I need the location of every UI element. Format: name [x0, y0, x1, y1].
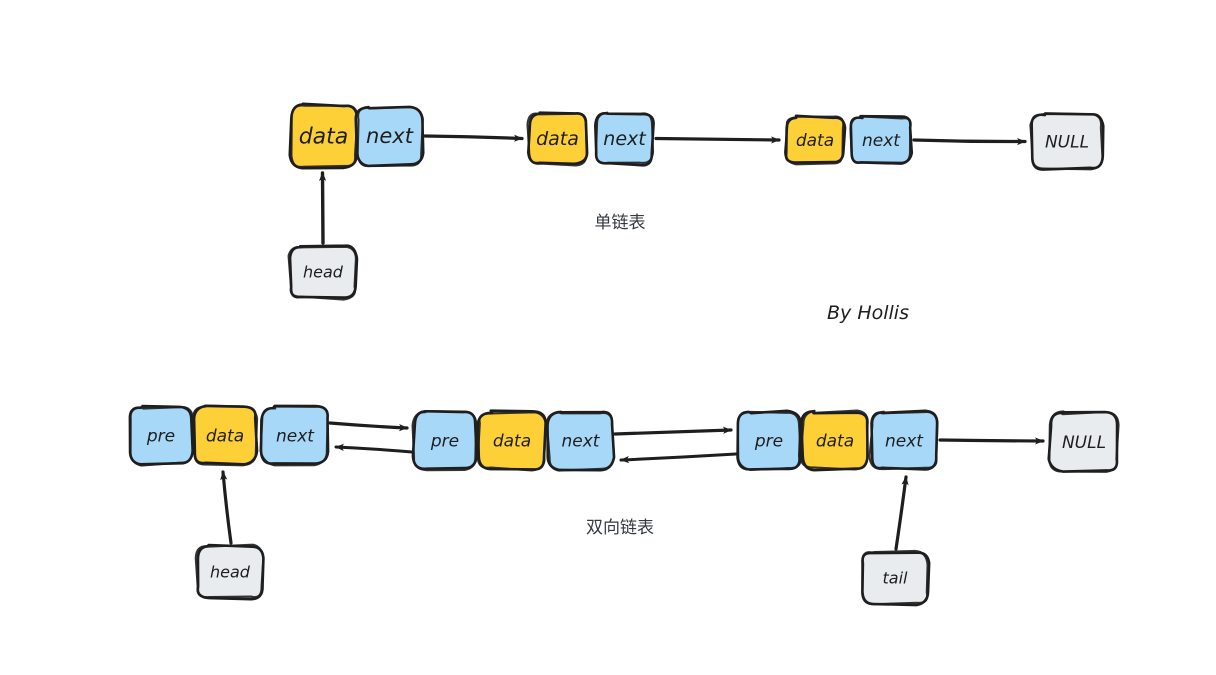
doubly-node-3-cell-next-label: next [885, 431, 924, 451]
singly-node-3-cell-data: data [783, 114, 847, 166]
singly-node-3-cell-next-label: next [862, 131, 901, 151]
singly-head-pointer-box: head [287, 244, 359, 301]
doubly-head-pointer-box: head [194, 543, 265, 601]
doubly-node-1-cell-data: data [192, 404, 259, 467]
doubly-pre-arrow-1 [334, 443, 414, 454]
doubly-head-arrow [220, 470, 233, 545]
doubly-node-3-cell-data-label: data [816, 431, 854, 451]
singly-null-terminator-label: NULL [1045, 132, 1089, 152]
doubly-node-3-cell-next: next [868, 409, 939, 471]
doubly-node-1-cell-next: next [259, 404, 330, 467]
doubly-tail-arrow [894, 475, 909, 551]
doubly-node-1-cell-data-label: data [206, 426, 244, 446]
caption-doubly-linked-list: 双向链表 [586, 518, 654, 538]
doubly-node-1-cell-pre-label: pre [146, 426, 175, 446]
credit-label: By Hollis [827, 302, 909, 324]
singly-node-2-cell-next: next [594, 111, 655, 167]
doubly-node-2-cell-pre: pre [411, 409, 479, 472]
singly-node-1-cell-next: next [354, 105, 425, 168]
doubly-next-arrow-1 [328, 421, 409, 432]
singly-node-1-cell-data-label: data [299, 124, 349, 149]
caption-singly-linked-list: 单链表 [595, 213, 646, 233]
doubly-node-3-cell-pre-label: pre [754, 431, 783, 451]
doubly-node-2-cell-next-label: next [562, 431, 601, 451]
doubly-node-2-cell-data: data [476, 409, 547, 472]
doubly-head-pointer-box-label: head [210, 562, 251, 581]
doubly-next-arrow-2 [613, 426, 733, 436]
singly-node-1-cell-next-label: next [366, 124, 414, 148]
text-labels-layer: 单链表 双向链表 By Hollis [586, 213, 909, 538]
doubly-node-1-cell-pre: pre [128, 404, 195, 467]
singly-node-1-cell-data: data [288, 102, 359, 170]
doubly-pre-arrow-2 [619, 452, 738, 464]
singly-head-arrow [318, 171, 327, 245]
doubly-null-arrow [938, 437, 1045, 445]
singly-node-3-cell-next: next [849, 114, 914, 165]
doubly-null-terminator-label: NULL [1062, 433, 1106, 453]
doubly-node-2-cell-data-label: data [493, 431, 531, 451]
singly-null-arrow [912, 137, 1027, 146]
singly-node-3-cell-data-label: data [796, 131, 834, 151]
doubly-node-3-cell-pre: pre [736, 409, 803, 471]
singly-next-arrow-1 [423, 134, 524, 142]
doubly-tail-pointer-box-label: tail [883, 568, 909, 587]
doubly-node-2-cell-pre-label: pre [430, 431, 459, 451]
singly-head-pointer-box-label: head [303, 262, 344, 281]
singly-node-2-cell-next-label: next [603, 128, 647, 150]
doubly-tail-pointer-box: tail [861, 549, 931, 607]
doubly-node-2-cell-next: next [545, 410, 616, 472]
singly-next-arrow-2 [654, 136, 781, 144]
singly-null-terminator: NULL [1029, 112, 1105, 171]
doubly-node-3-cell-data: data [799, 409, 869, 472]
doubly-null-terminator: NULL [1047, 410, 1120, 473]
doubly-node-1-cell-next-label: next [276, 426, 315, 446]
singly-node-2-cell-data-label: data [536, 128, 579, 150]
arrows-layer [220, 134, 1045, 551]
singly-node-2-cell-data: data [526, 111, 589, 167]
